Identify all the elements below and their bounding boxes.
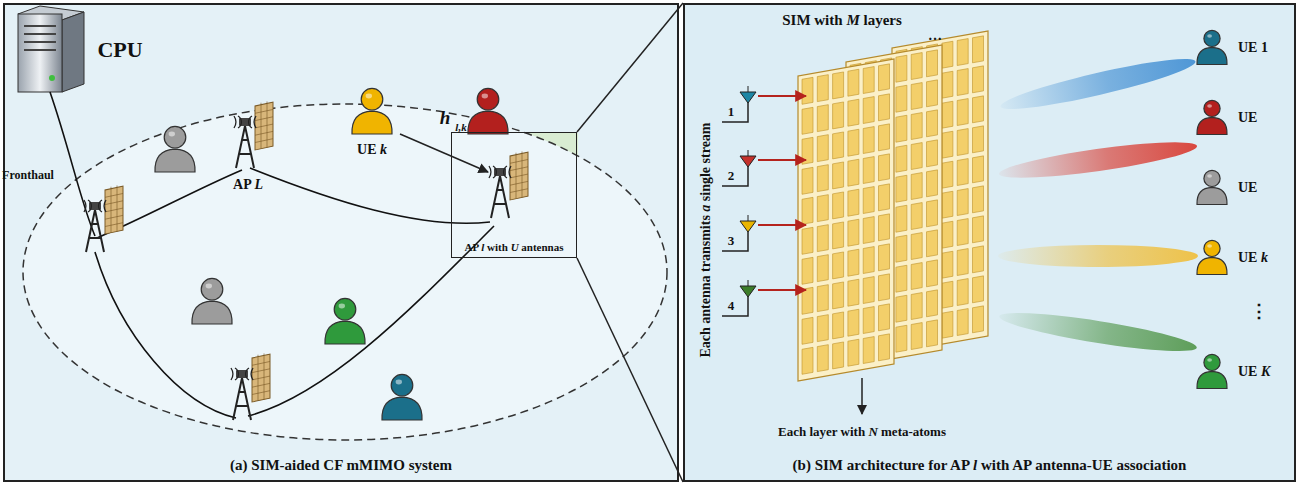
- panel-caption: (b) SIM architecture for AP l with AP an…: [685, 457, 1294, 474]
- fronthaul-link: [250, 168, 490, 223]
- antenna-symbol: [722, 150, 756, 186]
- channel-arrow: [400, 134, 488, 172]
- annotation: Fronthaul: [2, 169, 54, 182]
- annotation: UE: [1238, 110, 1257, 125]
- antenna-symbol: [722, 215, 756, 251]
- annotation: l,k: [455, 121, 466, 133]
- feed-arrow: [758, 159, 806, 161]
- user-icon: [155, 126, 195, 172]
- fronthaul-link: [97, 170, 242, 238]
- feed-arrow: [758, 224, 806, 226]
- panel: (a) SIM-aided CF mMIMO system AP l with U…: [3, 3, 679, 482]
- annotation: UE: [1238, 180, 1257, 195]
- fronthaul-link: [248, 226, 494, 416]
- beam: [998, 51, 1198, 117]
- user-icon: [1197, 30, 1227, 64]
- user-icon: [325, 298, 365, 344]
- feed-arrow: [758, 95, 806, 97]
- annotation: SIM with M layers: [782, 12, 902, 29]
- access-point-icon: [489, 151, 528, 218]
- zoom-line: [577, 258, 683, 482]
- antenna-symbol: [722, 280, 756, 316]
- access-point-icon: [231, 353, 270, 420]
- panel-caption: (a) SIM-aided CF mMIMO system: [5, 457, 677, 474]
- antenna-number: 1: [728, 105, 735, 119]
- annotation: h: [440, 108, 451, 129]
- annotation: UE K: [1238, 364, 1270, 379]
- fronthaul-link: [50, 92, 95, 236]
- annotation: ⋮: [1250, 302, 1268, 322]
- box-label: AP l with U antennas: [452, 241, 576, 254]
- user-icon: [1197, 170, 1227, 204]
- user-icon: [192, 278, 232, 324]
- antenna-number: 4: [728, 299, 735, 313]
- user-icon: [468, 88, 508, 134]
- cf-mmimo-illustration: [18, 6, 667, 440]
- annotation: CPU: [97, 38, 142, 62]
- access-point-icon: [234, 101, 273, 168]
- user-icon: [1197, 100, 1227, 134]
- panel-ground: [3, 3, 679, 482]
- user-icon: [1197, 240, 1227, 274]
- fronthaul-link: [95, 252, 236, 418]
- sim-layer: [798, 59, 894, 381]
- antenna-number: 2: [728, 169, 735, 183]
- annotation: AP L: [233, 177, 263, 192]
- antenna-number: 3: [728, 234, 735, 248]
- annotation: UE k: [357, 142, 387, 157]
- antenna-symbol: [722, 86, 756, 122]
- annotation: UE k: [1238, 250, 1268, 265]
- annotation: UE 1: [1238, 40, 1268, 55]
- beam: [997, 135, 1198, 185]
- beam: [998, 305, 1199, 358]
- beam: [998, 245, 1198, 267]
- panel-ground: [683, 3, 1296, 482]
- coverage-area: [23, 104, 667, 440]
- cpu-server-icon: [18, 6, 84, 92]
- annotation: Each antenna transmits a single stream: [698, 122, 713, 357]
- annotation: Each layer with N meta-atoms: [778, 425, 946, 439]
- sim-illustration: [722, 30, 1227, 414]
- user-icon: [382, 374, 422, 420]
- feed-arrow: [758, 289, 806, 291]
- pointer-arrow: [861, 378, 863, 414]
- zoom-line: [577, 3, 683, 132]
- user-icon: [352, 88, 392, 134]
- panel: (b) SIM architecture for AP l with AP an…: [683, 3, 1296, 482]
- user-icon: [1197, 354, 1227, 388]
- connectors: [577, 3, 683, 482]
- highlight-box: AP l with U antennas: [451, 132, 577, 258]
- annotation: …: [928, 28, 942, 43]
- access-point-icon: [84, 185, 123, 252]
